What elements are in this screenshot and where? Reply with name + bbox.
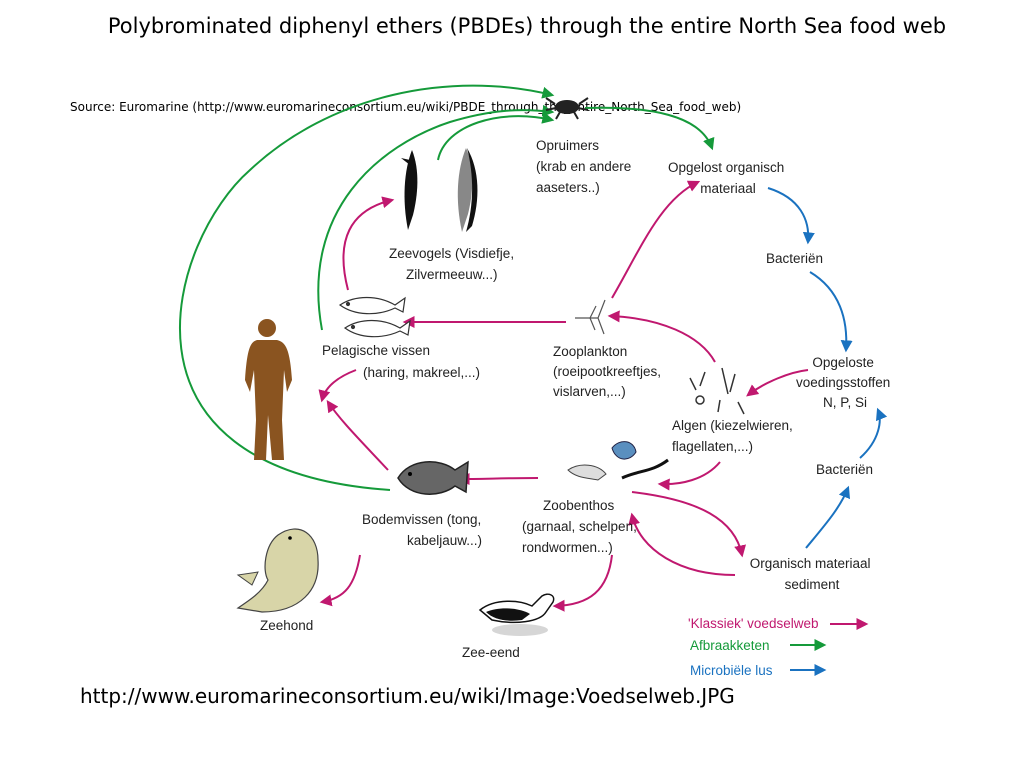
node-zooplankton: Zooplankton (roeipootkreeftjes, vislarve…: [553, 344, 665, 399]
node-bacterien-top: Bacteriën: [766, 251, 823, 266]
node-zoobenthos: Zoobenthos (garnaal, schelpen, rondworme…: [522, 498, 641, 555]
zoobenthos-icon: [567, 441, 669, 481]
arrow-organisch-to-zoobenthos: [628, 512, 736, 576]
arrow-pelagische-to-zeevogels: [342, 196, 395, 291]
crab-icon: [545, 97, 589, 120]
seal-icon: [236, 528, 319, 613]
arrow-bodemvissen-to-opruimers: [179, 84, 555, 491]
arrow-algen-to-zooplankton: [607, 310, 716, 363]
arrow-zoobenthos-to-bodemvissen: [457, 472, 539, 485]
arrow-bacterien-to-voedingsstoffen: [809, 271, 853, 353]
legend-afbraak-label: Afbraakketen: [690, 638, 770, 653]
afbraak-arrows: [179, 84, 715, 491]
node-algen: Algen (kiezelwieren, flagellaten,...): [672, 418, 797, 454]
image-url-note: http://www.euromarineconsortium.eu/wiki/…: [80, 684, 735, 708]
arrow-bacterien-to-voedingsstoffen-2: [859, 407, 888, 459]
seabird-icon: [401, 148, 478, 232]
arrow-bodemvissen-to-zeehond: [319, 554, 361, 607]
node-zeevogels: Zeevogels (Visdiefje, Zilvermeeuw...): [389, 246, 518, 282]
arrow-zoobenthos-to-zee-eend: [552, 554, 613, 612]
page-title: Polybrominated diphenyl ethers (PBDEs) t…: [107, 14, 947, 38]
arrow-pelagische-to-opruimers: [317, 104, 555, 331]
node-organisch-materiaal-sediment: Organisch materiaal sediment: [750, 556, 875, 592]
legend-microbieel-label: Microbiële lus: [690, 663, 773, 678]
arrow-bodemvissen-to-mens: [326, 400, 389, 471]
node-bacterien-bottom: Bacteriën: [816, 462, 873, 477]
arrow-zeevogels-to-opruimers: [437, 111, 555, 161]
node-opgelost-organisch-materiaal: Opgelost organisch materiaal: [668, 160, 788, 196]
klassiek-arrows: [318, 180, 809, 612]
arrow-algen-to-zoobenthos: [657, 461, 721, 491]
node-opruimers: Opruimers (krab en andere aaseters..): [536, 138, 635, 195]
node-opgeloste-voedingsstoffen: Opgeloste voedingsstoffen N, P, Si: [796, 355, 894, 410]
node-zeehond: Zeehond: [260, 618, 313, 633]
arrow-pelagische-to-mens: [318, 369, 357, 403]
node-bodemvissen: Bodemvissen (tong, kabeljauw...): [362, 512, 485, 548]
node-pelagische-vissen: Pelagische vissen (haring, makreel,...): [322, 343, 480, 380]
arrow-voedingsstoffen-to-algen: [746, 369, 809, 397]
pelagic-fish-icon: [338, 296, 411, 338]
human-icon: [245, 319, 292, 460]
legend-klassiek-label: 'Klassiek' voedselweb: [688, 616, 818, 631]
eider-duck-icon: [478, 593, 555, 636]
flatfish-icon: [397, 460, 469, 495]
legend: 'Klassiek' voedselweb Afbraakketen Micro…: [688, 616, 869, 678]
arrow-zoobenthos-to-organisch: [631, 491, 746, 558]
arrow-opruimers-to-opgelost: [584, 106, 715, 151]
arrow-zooplankton-to-opgelost: [611, 180, 701, 299]
algae-icon: [689, 367, 745, 415]
arrow-organisch-to-bacterien: [805, 485, 851, 549]
node-zee-eend: Zee-eend: [462, 645, 520, 660]
arrow-opgelost-to-bacterien: [767, 187, 815, 245]
zooplankton-icon: [575, 299, 606, 335]
microbieel-arrows: [767, 187, 888, 549]
